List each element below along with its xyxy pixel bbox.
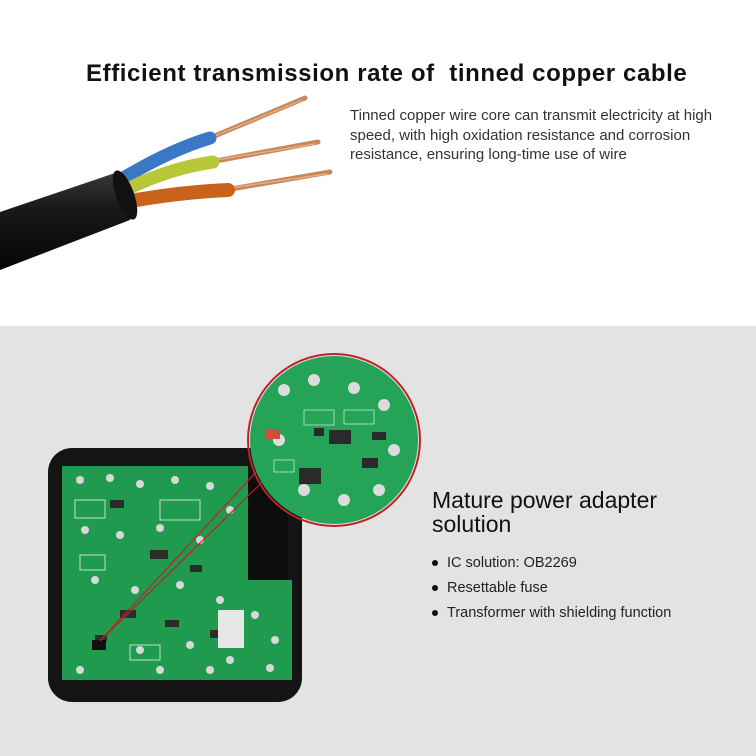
feature-list: IC solution: OB2269 Resettable fuse Tran… [432, 550, 671, 625]
feature-item: Transformer with shielding function [432, 600, 671, 625]
bullet-dot-icon [432, 584, 438, 591]
pcb-zoom-detail-icon [247, 353, 421, 527]
feature-item: IC solution: OB2269 [432, 550, 671, 575]
page-headline: Efficient transmission rate of tinned co… [86, 60, 688, 87]
feature-label: Resettable fuse [447, 579, 548, 596]
cable-description: Tinned copper wire core can transmit ele… [350, 107, 713, 163]
tinned-copper-cable-icon [0, 95, 333, 270]
feature-label: IC solution: OB2269 [447, 554, 577, 571]
adapter-solution-title: Mature power adapter solution [432, 487, 658, 537]
feature-label: Transformer with shielding function [447, 604, 672, 621]
feature-item: Resettable fuse [432, 575, 671, 600]
bullet-dot-icon [432, 609, 438, 616]
cable-section [0, 0, 756, 326]
bullet-dot-icon [432, 559, 438, 566]
